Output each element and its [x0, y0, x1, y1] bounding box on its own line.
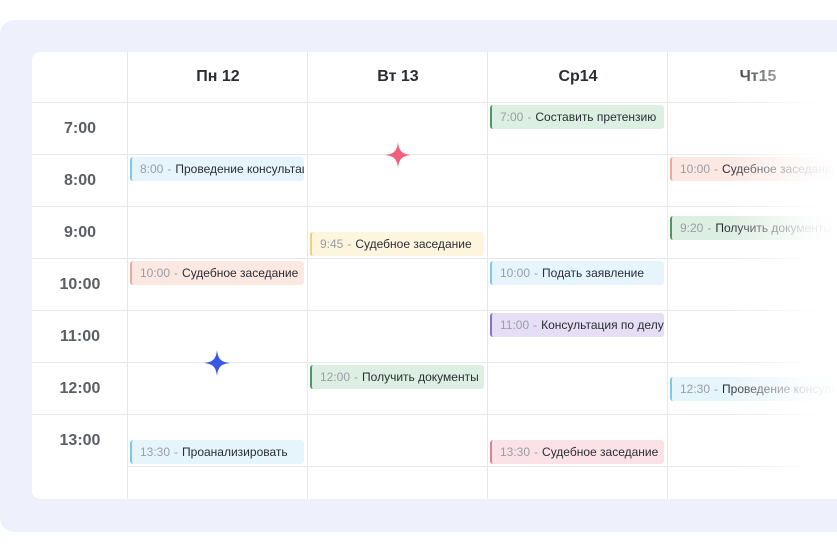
event-separator: - [714, 382, 719, 396]
event-title: Судебное заседание [182, 266, 299, 280]
grid-line [487, 52, 488, 499]
event-separator: - [354, 370, 359, 384]
calendar-event[interactable]: 9:45-Судебное заседание [310, 232, 484, 256]
grid-line [32, 310, 837, 311]
event-title: Проанализировать [182, 445, 288, 459]
calendar-event[interactable]: 8:00-Проведение консультации [130, 157, 304, 181]
week-calendar: Пн 12 Вт 13 Ср14 Чт15 7:00 8:00 9:00 10:… [32, 52, 837, 499]
time-label: 9:00 [63, 224, 97, 241]
day-header-wednesday[interactable]: Ср14 [558, 68, 598, 85]
event-separator: - [347, 237, 352, 251]
event-title: Консультация по делу [541, 318, 664, 332]
grid-line [32, 206, 837, 207]
event-title: Получить документы [715, 221, 833, 235]
sparkle-icon [385, 142, 411, 168]
grid-line [128, 466, 837, 467]
event-title: Составить претензию [535, 110, 657, 124]
event-time: 10:00 [680, 162, 711, 176]
event-title: Проведение консультации [722, 382, 837, 396]
grid-line [667, 52, 668, 499]
calendar-event[interactable]: 12:00-Получить документы [310, 365, 484, 389]
event-title: Судебное заседание [722, 162, 837, 176]
grid-line [307, 52, 308, 499]
event-separator: - [707, 221, 712, 235]
grid-line [32, 362, 837, 363]
event-time: 10:00 [500, 266, 531, 280]
time-label: 13:00 [59, 432, 101, 449]
event-time: 13:30 [140, 445, 171, 459]
calendar-event[interactable]: 10:00-Судебное заседание [670, 157, 837, 181]
grid-line [32, 154, 837, 155]
event-separator: - [167, 162, 172, 176]
event-title: Получить документы [362, 370, 479, 384]
calendar-event[interactable]: 10:00-Подать заявление [490, 261, 664, 285]
grid-line [32, 414, 837, 415]
event-time: 10:00 [140, 266, 171, 280]
event-separator: - [174, 445, 179, 459]
event-separator: - [714, 162, 719, 176]
calendar-event[interactable]: 7:00-Составить претензию [490, 105, 664, 129]
event-time: 12:00 [320, 370, 351, 384]
grid-line [127, 52, 128, 499]
event-title: Подать заявление [542, 266, 645, 280]
event-time: 7:00 [500, 110, 524, 124]
time-label: 11:00 [59, 328, 101, 345]
event-time: 9:20 [680, 221, 704, 235]
event-time: 12:30 [680, 382, 711, 396]
event-time: 13:30 [500, 445, 531, 459]
sparkle-icon [204, 350, 230, 376]
event-time: 11:00 [500, 318, 530, 332]
calendar-event[interactable]: 13:30-Судебное заседание [490, 440, 664, 464]
event-time: 8:00 [140, 162, 164, 176]
event-title: Судебное заседание [355, 237, 472, 251]
time-label: 10:00 [59, 276, 101, 293]
event-separator: - [527, 110, 532, 124]
day-header-monday[interactable]: Пн 12 [196, 68, 240, 85]
event-separator: - [534, 266, 539, 280]
calendar-event[interactable]: 13:30-Проанализировать [130, 440, 304, 464]
right-edge-fade [727, 52, 837, 499]
time-label: 8:00 [63, 172, 97, 189]
event-title: Проведение консультации [175, 162, 304, 176]
event-title: Судебное заседание [542, 445, 659, 459]
grid-line [32, 258, 837, 259]
event-separator: - [533, 318, 538, 332]
event-time: 9:45 [320, 237, 344, 251]
time-label: 12:00 [59, 380, 101, 397]
day-header-thursday[interactable]: Чт15 [739, 68, 777, 85]
time-label: 7:00 [63, 120, 97, 137]
event-separator: - [534, 445, 539, 459]
calendar-event[interactable]: 12:30-Проведение консультации [670, 377, 837, 401]
day-header-tuesday[interactable]: Вт 13 [377, 68, 419, 85]
event-separator: - [174, 266, 179, 280]
calendar-event[interactable]: 9:20-Получить документы [670, 216, 837, 240]
calendar-event[interactable]: 10:00-Судебное заседание [130, 261, 304, 285]
grid-line [32, 102, 837, 103]
calendar-event[interactable]: 11:00-Консультация по делу [490, 313, 664, 337]
